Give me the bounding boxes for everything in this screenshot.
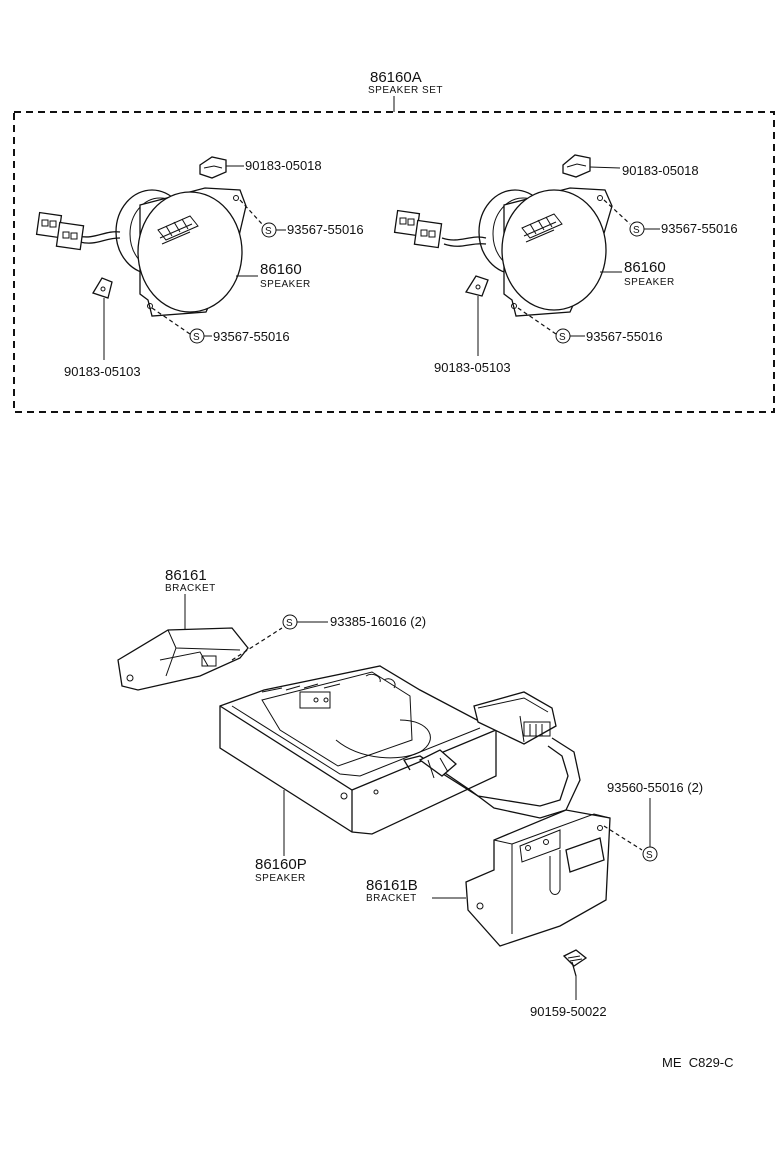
left-top-clip-icon	[199, 156, 227, 179]
left-speaker-unit: 90183-05018	[35, 156, 364, 379]
bracket-part-number: 86161	[165, 567, 207, 584]
bracket-label: BRACKET	[165, 583, 216, 594]
right-speaker-unit: 90183-05018 90183-05103	[393, 154, 738, 375]
left-speaker-label: SPEAKER	[260, 279, 311, 290]
left-bottom-screw-symbol: S	[193, 332, 200, 343]
speaker-set-label: SPEAKER SET	[368, 85, 443, 96]
left-grille-icon	[157, 215, 199, 245]
left-top-clip-part-number: 90183-05018	[245, 158, 322, 173]
speaker-set-part-number: 86160A	[370, 69, 422, 86]
bracket-screw-part-number: 93385-16016 (2)	[330, 614, 426, 629]
right-right-screw-symbol: S	[633, 225, 640, 236]
left-speaker-cone	[137, 191, 243, 313]
bracket-b-screw-part-number: 93560-55016 (2)	[607, 780, 703, 795]
left-right-screw-symbol: S	[265, 226, 272, 237]
left-speaker-part-number: 86160	[260, 261, 302, 278]
left-connector-icon	[35, 211, 85, 251]
right-right-screw-part-number: 93567-55016	[661, 221, 738, 236]
bracket-b-screw-symbol: S	[646, 850, 653, 861]
speaker-box-86160p-icon	[219, 665, 581, 835]
right-bottom-screw-symbol: S	[559, 332, 566, 343]
left-bottom-clip-icon	[92, 277, 113, 299]
bracket-86161-icon	[117, 627, 249, 691]
speaker-box-label: SPEAKER	[255, 873, 306, 884]
right-bottom-clip-part-number: 90183-05103	[434, 360, 511, 375]
bracket-86161b-icon	[465, 809, 611, 947]
right-top-clip-part-number: 90183-05018	[622, 163, 699, 178]
left-right-screw-part-number: 93567-55016	[287, 222, 364, 237]
figure-code: ME C829-C	[662, 1055, 734, 1070]
left-bottom-clip-part-number: 90183-05103	[64, 364, 141, 379]
bolt-icon	[562, 949, 588, 977]
right-bottom-screw-part-number: 93567-55016	[586, 329, 663, 344]
left-bottom-screw-part-number: 93567-55016	[213, 329, 290, 344]
right-speaker-label: SPEAKER	[624, 277, 675, 288]
lower-assembly: 86161 BRACKET S 93385-16016 (2)	[117, 567, 703, 1019]
bracket-screw-symbol: S	[286, 618, 293, 629]
speaker-box-part-number: 86160P	[255, 856, 307, 873]
right-top-clip-icon	[562, 154, 591, 178]
bracket-b-label: BRACKET	[366, 893, 417, 904]
right-speaker-cone	[501, 189, 607, 311]
right-grille-icon	[521, 213, 563, 243]
bracket-b-part-number: 86161B	[366, 877, 418, 894]
right-connector-icon	[393, 209, 443, 249]
bolt-part-number: 90159-50022	[530, 1004, 607, 1019]
right-bottom-clip-icon	[464, 275, 489, 297]
speaker-set-boundary	[13, 111, 775, 413]
right-speaker-part-number: 86160	[624, 259, 666, 276]
